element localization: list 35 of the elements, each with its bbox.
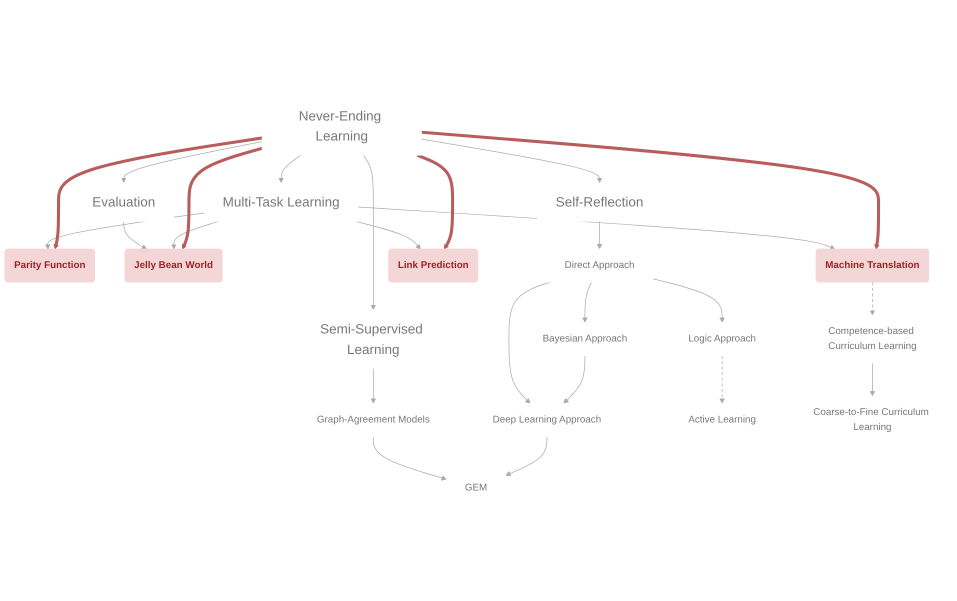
arrow [121,141,262,184]
node-text: Never-Ending Learning [298,108,382,144]
arrow [421,130,880,250]
arrow [870,282,876,316]
arrow [505,436,548,476]
arrow [421,138,602,184]
node-text: Competence-based Curriculum Learning [828,326,917,352]
arrow [416,154,454,250]
arrow [362,154,376,310]
node-text: Coarse-to-Fine Curriculum Learning [813,407,929,432]
arrow [582,282,592,323]
arrow [356,221,421,250]
arrow [719,355,725,404]
node-text: Deep Learning Approach [492,414,602,425]
arrow [171,221,219,250]
arrow [372,436,447,481]
arrow [652,278,725,323]
arrow [123,221,147,250]
node-text: Active Learning [688,414,756,425]
arrow [358,206,836,250]
arrow [182,146,263,250]
node-text: Bayesian Approach [542,334,628,344]
arrow [278,154,301,184]
arrow [508,282,550,404]
arrow [563,355,586,404]
arrow [596,221,602,250]
node-text: Multi-Task Learning [222,194,340,210]
node-text: GEM [464,482,488,493]
arrow [54,136,262,250]
node-text: Logic Approach [688,334,756,344]
arrow [870,362,876,396]
node-text: Semi-Supervised Learning [320,321,423,357]
node-text: Direct Approach [564,260,634,270]
arrow [370,368,376,404]
node-text: Graph-Agreement Models [316,414,430,425]
